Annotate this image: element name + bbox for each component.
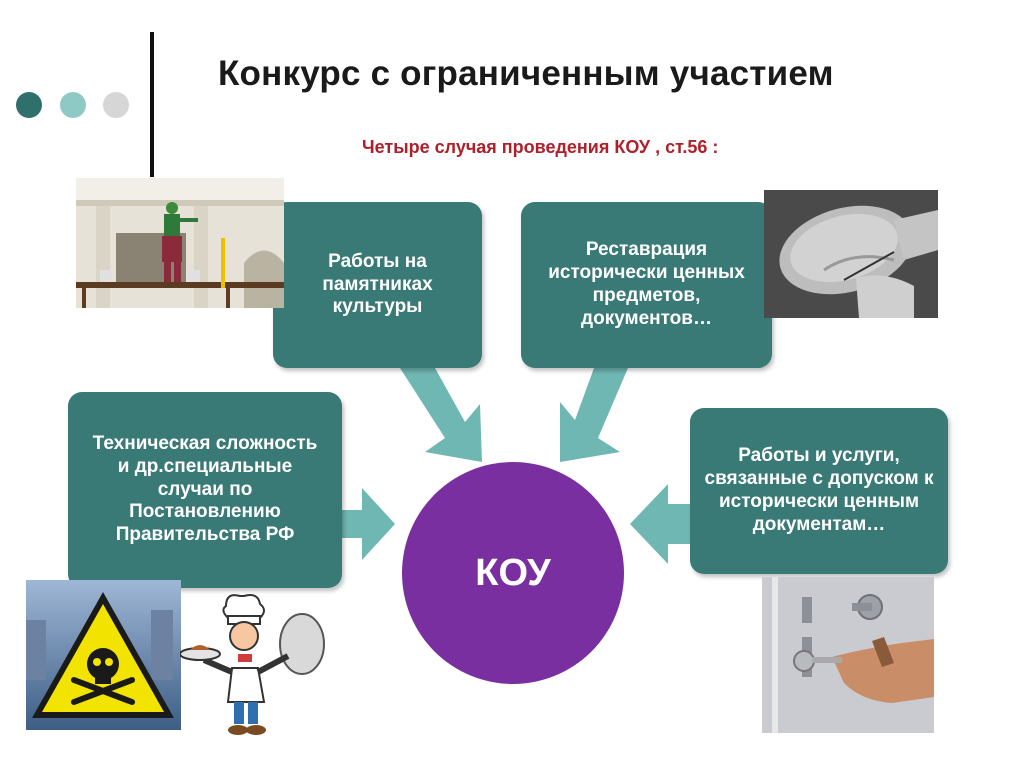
title-divider <box>150 32 154 177</box>
decor-dot-dark <box>16 92 42 118</box>
decor-dot-light <box>103 92 129 118</box>
center-circle-kou: КОУ <box>402 462 624 684</box>
chef-illustration <box>179 592 330 737</box>
box-restoration: Реставрация исторически ценных предметов… <box>521 202 772 368</box>
page-subtitle: Четыре случая проведения КОУ , ст.56 : <box>362 137 719 157</box>
photo-restoration-hands <box>764 190 938 318</box>
photo-hazard-sign <box>26 580 181 730</box>
arrow-technical-to-center <box>342 488 395 560</box>
photo-facade-painter <box>76 178 284 308</box>
box-historical-access: Работы и услуги, связанные с допуском к … <box>690 408 948 574</box>
decor-dot-mid <box>60 92 86 118</box>
center-label: КОУ <box>475 551 551 594</box>
arrow-restoration-to-center <box>560 368 628 462</box>
page-title: Конкурс с ограниченным участием <box>218 54 834 93</box>
photo-key-door <box>762 577 934 733</box>
arrow-culture-to-center <box>400 368 482 462</box>
box-culture-works: Работы на памятниках культуры <box>273 202 482 368</box>
box-technical-complexity: Техническая сложность и др.специальные с… <box>68 392 342 588</box>
arrow-access-to-center <box>630 484 690 564</box>
